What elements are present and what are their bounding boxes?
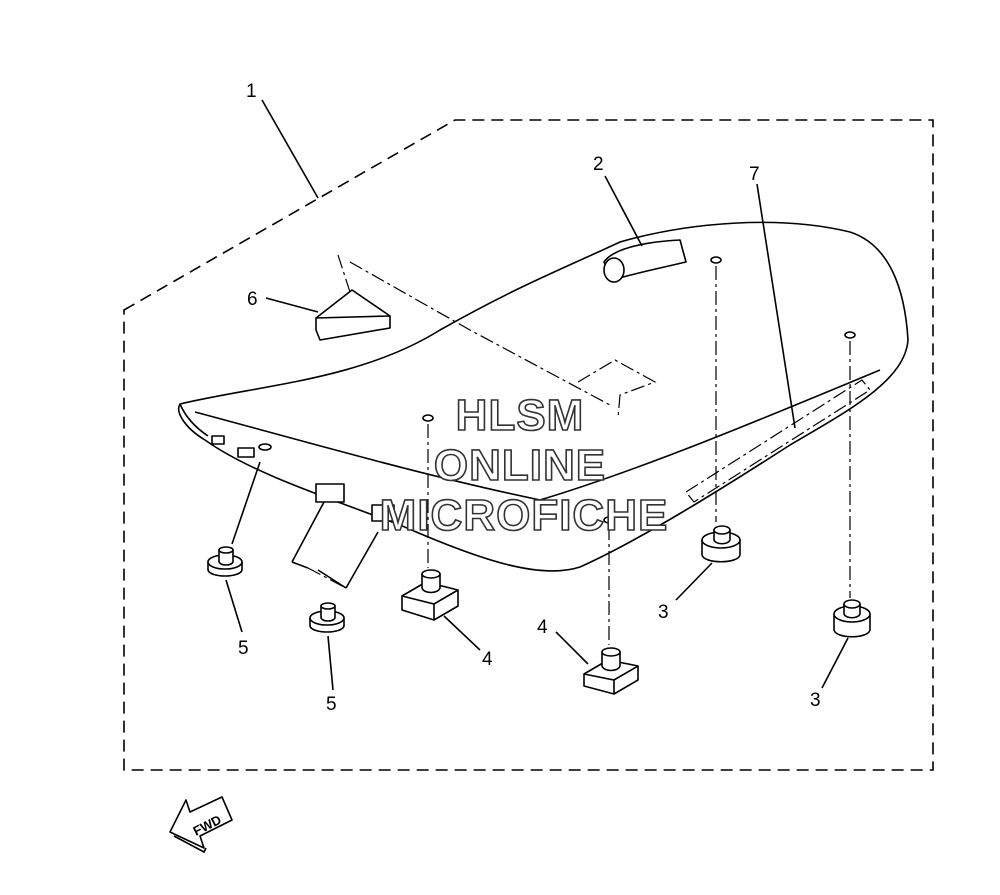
callout-7: 7 [749, 164, 760, 185]
mount-block-4b [583, 516, 639, 695]
seat-body [178, 221, 909, 572]
leader-2 [604, 175, 643, 247]
seat-pad [315, 289, 391, 341]
leader-3b [821, 637, 849, 689]
leader-5b-dashdot [307, 567, 347, 589]
callout-4b: 4 [537, 617, 548, 638]
bushing-3b [833, 331, 871, 638]
grommet-5a [207, 546, 243, 577]
callout-5a: 5 [238, 638, 249, 659]
leader-5a-down [225, 579, 243, 633]
callout-4a: 4 [482, 649, 493, 670]
leader-5b-bracket [291, 501, 379, 589]
svg-text:MICROFICHE: MICROFICHE [380, 491, 669, 540]
callout-2: 2 [593, 154, 604, 175]
watermark: HLSM ONLINE MICROFICHE [379, 390, 669, 541]
callout-5b: 5 [326, 694, 337, 715]
leader-4a [443, 615, 481, 651]
grommet-5b [309, 602, 345, 633]
seat-label-strip [685, 379, 871, 503]
leader-4b [555, 631, 589, 665]
svg-text:HLSM: HLSM [456, 391, 585, 440]
forward-arrow-icon: FWD [169, 796, 233, 854]
leader-5b-down [327, 635, 334, 691]
seat-strap [603, 239, 687, 283]
reference-line-6 [337, 254, 657, 419]
callout-6: 6 [247, 289, 258, 310]
callout-3a: 3 [658, 602, 669, 623]
assembly-boundary [123, 119, 934, 771]
bushing-3a [701, 256, 741, 563]
callout-3b: 3 [810, 690, 821, 711]
svg-text:ONLINE: ONLINE [434, 441, 606, 490]
leader-5a-up [231, 461, 261, 545]
leader-3a [675, 562, 713, 601]
leader-1 [261, 99, 319, 199]
leader-6 [265, 297, 319, 313]
mount-block-4a [401, 414, 459, 621]
leader-7 [756, 183, 796, 429]
callout-1: 1 [246, 81, 257, 102]
